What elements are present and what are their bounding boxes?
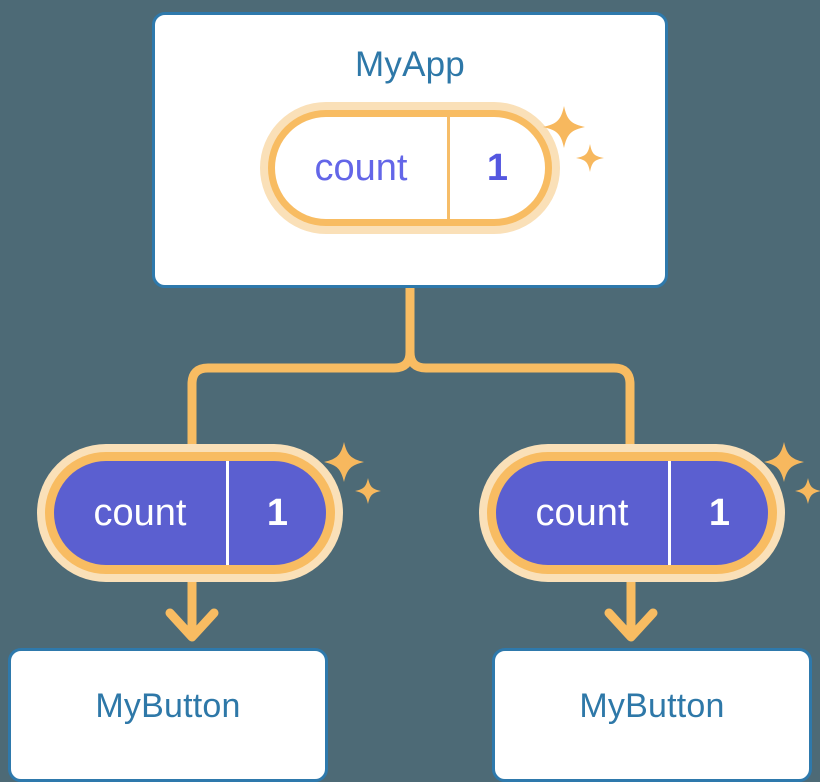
state-value: 1 — [447, 117, 545, 219]
right-arrow-head — [604, 608, 658, 642]
state-pill-myapp[interactable]: count 1 — [268, 110, 552, 226]
page-title: MyApp — [355, 45, 465, 84]
state-key: count — [535, 491, 629, 534]
branch-wire-left — [187, 283, 415, 457]
state-pill-body: count 1 — [487, 452, 777, 574]
state-pill-inner: count 1 — [496, 461, 768, 565]
branch-wire-right — [405, 283, 635, 457]
component-title: MyButton — [95, 687, 241, 725]
component-title: MyButton — [579, 687, 725, 725]
state-value: 1 — [668, 461, 768, 565]
state-key: count — [93, 491, 187, 534]
state-value: 1 — [226, 461, 326, 565]
sparkle-icon — [795, 478, 820, 504]
sparkle-icon — [355, 478, 381, 504]
component-card-mybutton-left[interactable]: MyButton — [8, 648, 328, 782]
state-pill-inner: count 1 — [54, 461, 326, 565]
state-pill-body: count 1 — [45, 452, 335, 574]
state-pill-left[interactable]: count 1 — [45, 452, 335, 574]
state-pill-body: count 1 — [268, 110, 552, 226]
left-arrow-head — [165, 608, 219, 642]
state-key: count — [314, 146, 408, 189]
component-card-mybutton-right[interactable]: MyButton — [492, 648, 812, 782]
state-pill-inner: count 1 — [275, 117, 545, 219]
state-pill-right[interactable]: count 1 — [487, 452, 777, 574]
